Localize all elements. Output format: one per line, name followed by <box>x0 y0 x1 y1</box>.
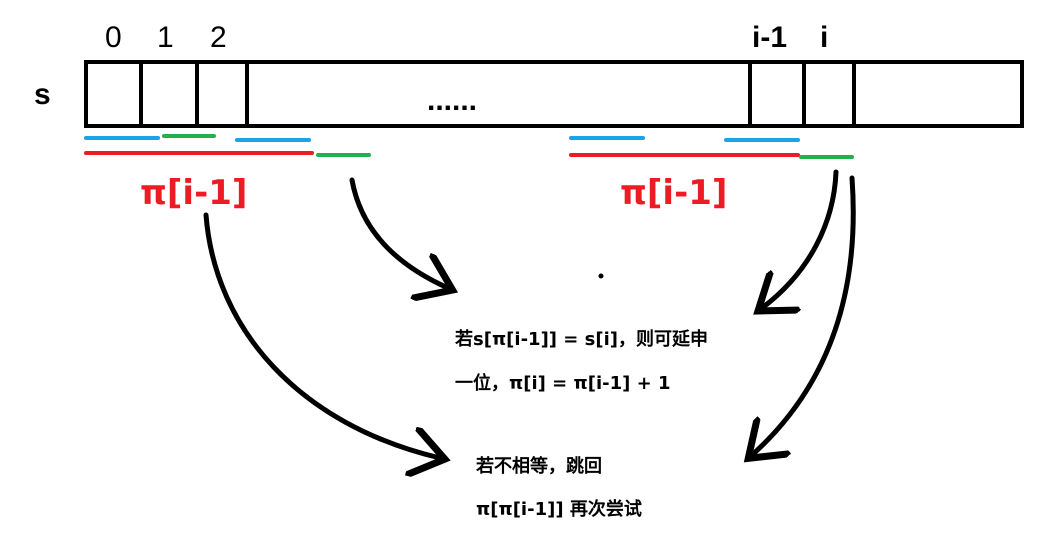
index-label-0: 0 <box>105 21 122 54</box>
arrow-i-right-to-fallback <box>752 175 856 455</box>
stray-dot <box>598 273 604 279</box>
prefix-length-label-left: π[i-1] <box>140 173 247 213</box>
arrow-pi-left-to-fallback <box>203 212 440 458</box>
prefix-underlines <box>84 134 854 159</box>
extend-note-line-1: 若s[π[i-1]] = s[i]，则可延申 <box>454 328 708 350</box>
string-array-box <box>84 60 1024 128</box>
prefix-length-label-right: π[i-1] <box>620 173 727 213</box>
arrow-green-left-to-extend <box>349 177 448 288</box>
fallback-note-line-1: 若不相等，跳回 <box>475 455 602 477</box>
index-label-i: i <box>820 21 828 54</box>
arrow-green-right-to-extend <box>762 169 839 308</box>
index-label-1: 1 <box>157 21 174 54</box>
index-label-i-minus-1: i-1 <box>752 21 787 54</box>
string-label: s <box>34 78 51 111</box>
arrows <box>203 169 856 458</box>
ellipsis: ...... <box>427 84 477 117</box>
fallback-note-line-2: π[π[i-1]] 再次尝试 <box>476 498 642 520</box>
extend-note-line-2: 一位，π[i] = π[i-1] + 1 <box>455 372 670 394</box>
index-label-2: 2 <box>210 21 227 54</box>
